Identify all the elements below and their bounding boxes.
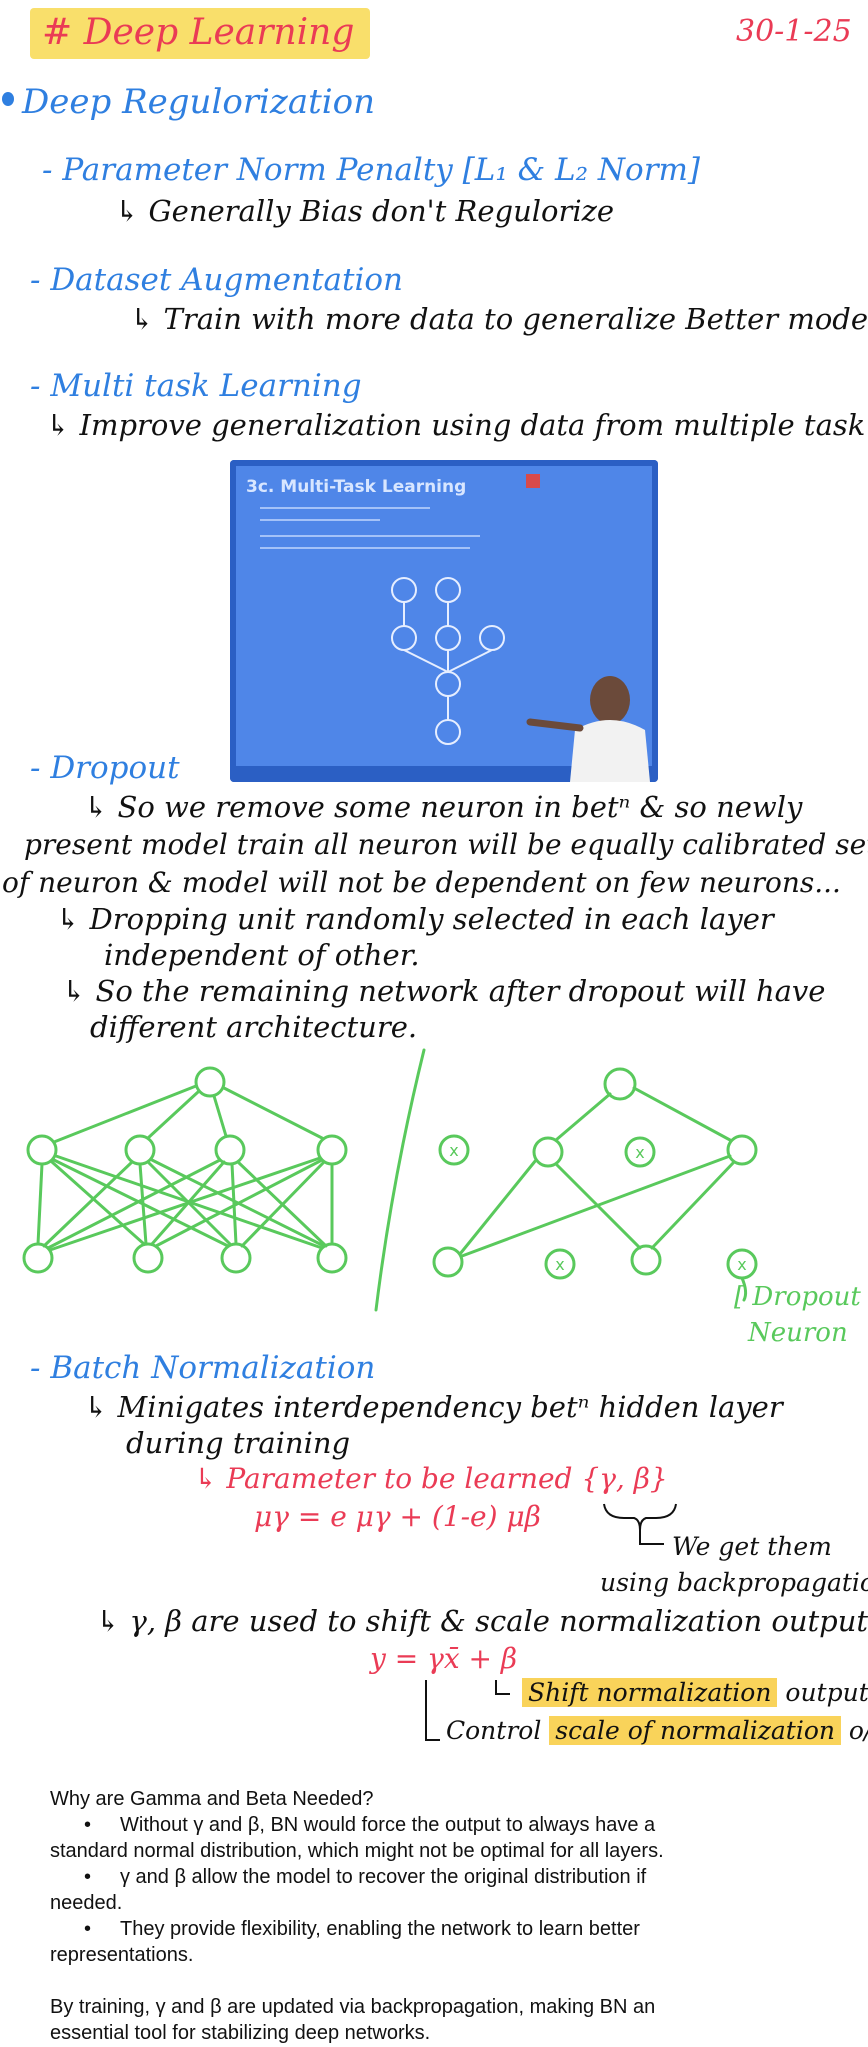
dropped-mark: x [635, 1143, 644, 1162]
typed-conclusion-2: essential tool for stabilizing deep netw… [50, 2022, 431, 2044]
typed-question: Why are Gamma and Beta Needed? [50, 1788, 374, 1810]
batchnorm-param: ↳ Parameter to be learned {γ, β} [194, 1462, 668, 1495]
bullet-marker: • [84, 1918, 92, 1940]
full-net-output-node [194, 1066, 226, 1098]
batchnorm-line-3: ↳ γ, β are used to shift & scale normali… [96, 1604, 868, 1638]
batchnorm-heading: - Batch Normalization [30, 1350, 376, 1386]
typed-bullet-2: • γ and β allow the model to recover the … [50, 1864, 810, 1890]
formula-arrows [425, 1680, 510, 1741]
typed-bullet-1-cont: standard normal distribution, which migh… [50, 1840, 664, 1862]
typed-bullet-3-cont: representations. [50, 1944, 194, 1966]
shift-rest: output [777, 1678, 868, 1707]
dropout-legend-label-1: [ Dropout [734, 1282, 861, 1312]
scale-highlight: scale of normalization [549, 1716, 841, 1745]
dropped-neuron [438, 1134, 470, 1166]
typed-explanation: Why are Gamma and Beta Needed? • Without … [50, 1786, 810, 2046]
bullet-marker: • [84, 1814, 92, 1836]
full-net-hidden-node [124, 1134, 156, 1166]
section-heading: Deep Regulorization [22, 82, 376, 122]
slide-illustration: 3c. Multi-Task Learning [230, 460, 658, 782]
typed-bullet-2-text: γ and β allow the model to recover the o… [120, 1866, 647, 1888]
thinned-net-input-node [432, 1246, 464, 1278]
batchnorm-note-a: We get them [672, 1532, 832, 1561]
thinned-net-hidden-node [726, 1134, 758, 1166]
dropout-line-1: ↳ So we remove some neuron in betⁿ & so … [84, 790, 803, 824]
dropout-line-2: present model train all neuron will be e… [24, 828, 868, 861]
dropped-neuron [624, 1136, 656, 1168]
dropout-line-6: ↳ So the remaining network after dropout… [62, 974, 826, 1008]
page-title: # Deep Learning [30, 8, 371, 59]
dropout-line-3: of neuron & model will not be dependent … [2, 866, 841, 899]
dropped-mark: x [737, 1255, 746, 1274]
typed-bullet-1-text: Without γ and β, BN would force the outp… [120, 1814, 656, 1836]
shift-highlight: Shift normalization [522, 1678, 778, 1707]
lecture-photo: 3c. Multi-Task Learning [230, 460, 658, 782]
typed-conclusion-1: By training, γ and β are updated via bac… [50, 1996, 656, 2018]
full-net-input-node [220, 1242, 252, 1274]
dropped-neuron [544, 1248, 576, 1280]
param-norm-heading: - Parameter Norm Penalty [L₁ & L₂ Norm] [42, 152, 701, 188]
legend-text-dropout: Dropout [752, 1282, 861, 1312]
bullet-marker: • [84, 1866, 92, 1888]
dropout-line-5: independent of other. [104, 938, 420, 972]
multitask-heading: - Multi task Learning [30, 368, 362, 404]
dropped-mark: x [449, 1141, 458, 1160]
shift-note: Shift normalization output [522, 1678, 868, 1707]
augmentation-heading: - Dataset Augmentation [30, 262, 404, 298]
augmentation-note: ↳ Train with more data to generalize Bet… [130, 302, 868, 336]
full-net-input-node [132, 1242, 164, 1274]
scale-note: Control scale of normalization o/p [446, 1716, 868, 1745]
param-brace [603, 1503, 677, 1545]
batchnorm-formula-2: y = γx̄ + β [370, 1642, 518, 1675]
dropout-line-7: different architecture. [90, 1010, 418, 1044]
batchnorm-line-2: during training [126, 1426, 351, 1460]
multitask-note: ↳ Improve generalization using data from… [46, 408, 868, 442]
batchnorm-line-1: ↳ Minigates interdependency betⁿ hidden … [84, 1390, 783, 1424]
legend-bracket: [ [734, 1282, 753, 1312]
dropout-legend-label-2: Neuron [748, 1318, 848, 1348]
full-net-hidden-node [26, 1134, 58, 1166]
diagram-divider [374, 1048, 426, 1312]
scale-rest: o/p [848, 1716, 868, 1745]
thinned-net-input-node [630, 1244, 662, 1276]
typed-bullet-3: • They provide flexibility, enabling the … [50, 1916, 810, 1942]
full-net-hidden-node [214, 1134, 246, 1166]
batchnorm-note-b: using backpropagation [600, 1568, 868, 1597]
dropout-line-4: ↳ Dropping unit randomly selected in eac… [56, 902, 774, 936]
thinned-net-hidden-node [532, 1136, 564, 1168]
dropped-mark: x [555, 1255, 564, 1274]
dropout-diagram: x x x x [22, 1048, 758, 1312]
batchnorm-formula-1: μγ = e μγ + (1-e) μβ [254, 1500, 541, 1533]
scale-prefix: Control [446, 1716, 550, 1745]
typed-bullet-1: • Without γ and β, BN would force the out… [50, 1812, 810, 1838]
page-date: 30-1-25 [736, 14, 852, 49]
section-bullet [2, 92, 14, 106]
typed-bullet-2-cont: needed. [50, 1892, 123, 1914]
param-norm-note: ↳ Generally Bias don't Regulorize [115, 194, 615, 228]
paragraph-spacer [50, 1968, 810, 1994]
thinned-net-output-node [603, 1067, 637, 1101]
slide-title: 3c. Multi-Task Learning [246, 477, 466, 497]
dropout-heading: - Dropout [30, 750, 180, 786]
typed-bullet-3-text: They provide flexibility, enabling the n… [120, 1918, 640, 1940]
